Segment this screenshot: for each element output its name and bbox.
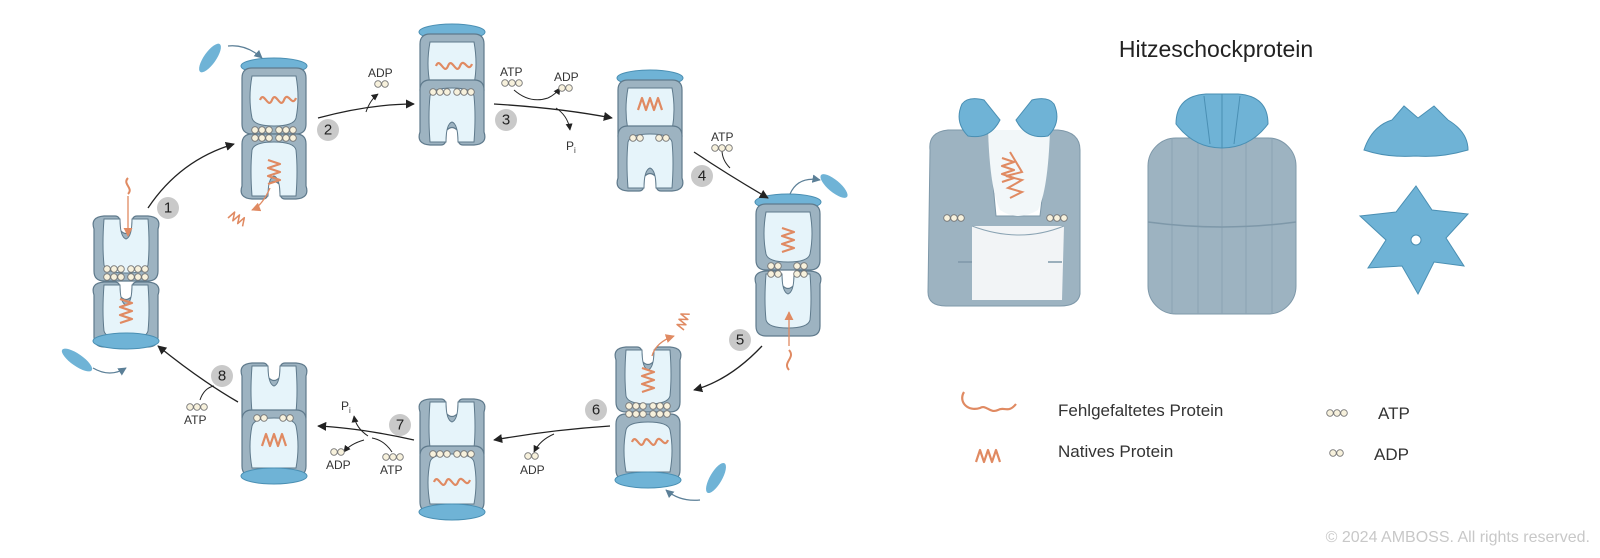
legend-adp-label: ADP bbox=[1374, 445, 1409, 464]
stage-2-lid-entry bbox=[199, 43, 263, 73]
stage-6-native-release bbox=[651, 310, 691, 357]
svg-text:4: 4 bbox=[698, 168, 706, 185]
svg-text:ATP: ATP bbox=[380, 463, 402, 477]
svg-text:5: 5 bbox=[736, 332, 744, 349]
svg-text:ATP: ATP bbox=[184, 413, 206, 427]
legend-misfolded-label: Fehlgefaltetes Protein bbox=[1058, 401, 1223, 420]
legend-misfolded-icon bbox=[961, 391, 1017, 412]
svg-text:ATP: ATP bbox=[711, 130, 733, 144]
chaperonin-stage-1 bbox=[92, 215, 160, 350]
legend-adp-icon bbox=[1329, 449, 1344, 457]
page-title: Hitzeschockprotein bbox=[1119, 36, 1313, 62]
atp-label-4: ATP bbox=[711, 130, 733, 152]
pi-label-3: Pi bbox=[566, 139, 576, 155]
chaperonin-stage-4 bbox=[616, 69, 684, 192]
copyright-notice: © 2024 AMBOSS. All rights reserved. bbox=[1326, 529, 1590, 546]
stage-5-lid-release bbox=[789, 174, 848, 198]
svg-text:ADP: ADP bbox=[368, 66, 393, 80]
atp-entry-arrow-8 bbox=[199, 385, 215, 401]
adp-release-arrow-2 bbox=[365, 93, 379, 113]
step-badge-5: 5 bbox=[729, 329, 751, 351]
pi-release-arrow-7 bbox=[351, 415, 369, 437]
cycle-arrow-1-to-2 bbox=[147, 141, 235, 209]
hsp-cross-section bbox=[927, 98, 1081, 307]
svg-text:8: 8 bbox=[218, 368, 226, 385]
svg-text:6: 6 bbox=[592, 402, 600, 419]
pi-release-arrow-3 bbox=[555, 107, 573, 131]
step-badge-4: 4 bbox=[691, 165, 713, 187]
cycle-arrow-8-to-1 bbox=[157, 345, 239, 403]
legend-native-icon bbox=[974, 448, 1002, 464]
svg-text:ADP: ADP bbox=[520, 463, 545, 477]
step-badge-1: 1 bbox=[157, 197, 179, 219]
svg-text:7: 7 bbox=[396, 417, 404, 434]
svg-text:3: 3 bbox=[502, 112, 510, 129]
svg-text:Pi: Pi bbox=[341, 399, 351, 415]
stage-5-protein-entry bbox=[784, 311, 794, 371]
chaperonin-stage-3 bbox=[418, 23, 486, 146]
svg-text:1: 1 bbox=[164, 200, 172, 217]
atp-entry-arrow-7 bbox=[371, 437, 393, 453]
adp-label-6: ADP bbox=[520, 452, 545, 477]
chaperonin-stage-7 bbox=[418, 398, 486, 521]
adp-label-3: ADP bbox=[554, 70, 579, 92]
cycle-arrow-3-to-4 bbox=[493, 103, 613, 121]
lid-top-view bbox=[1358, 185, 1470, 296]
step-badge-3: 3 bbox=[495, 109, 517, 131]
legend: Fehlgefaltetes Protein Natives Protein A… bbox=[961, 391, 1410, 464]
cycle-arrow-5-to-6 bbox=[693, 345, 763, 393]
cycle-diagram: ADP ATP ADP Pi ATP ADP ATP ADP bbox=[61, 23, 848, 521]
cycle-arrow-7-to-8 bbox=[317, 421, 415, 441]
legend-atp-icon bbox=[1326, 409, 1348, 417]
stage-6-lid-entry bbox=[665, 462, 726, 501]
adp-label-2: ADP bbox=[368, 66, 393, 88]
svg-text:2: 2 bbox=[324, 122, 332, 139]
chaperonin-stage-6 bbox=[614, 346, 682, 489]
hsp-complex-3d bbox=[1147, 93, 1297, 315]
atp-entry-arrow-4 bbox=[721, 149, 731, 169]
chaperonin-stage-2 bbox=[240, 57, 308, 200]
step-badge-7: 7 bbox=[389, 414, 411, 436]
adp-release-arrow-6 bbox=[533, 433, 555, 453]
svg-text:ATP: ATP bbox=[500, 65, 522, 79]
stage-2-native-release bbox=[227, 187, 271, 228]
adp-release-arrow-3 bbox=[547, 87, 561, 99]
atp-label-8: ATP bbox=[184, 403, 208, 427]
cycle-arrow-6-to-7 bbox=[493, 425, 611, 444]
step-badge-8: 8 bbox=[211, 365, 233, 387]
atp-entry-arrow-3 bbox=[513, 89, 549, 101]
pi-label-7: Pi bbox=[341, 399, 351, 415]
cycle-arrow-4-to-5 bbox=[693, 151, 769, 199]
svg-text:Pi: Pi bbox=[566, 139, 576, 155]
adp-label-7: ADP bbox=[326, 448, 351, 472]
stage-1-protein-entry bbox=[123, 177, 133, 237]
lid-side-view bbox=[1363, 105, 1469, 157]
step-badge-6: 6 bbox=[585, 399, 607, 421]
chaperonin-stage-8 bbox=[240, 362, 308, 485]
atp-label-7: ATP bbox=[380, 453, 404, 477]
legend-native-label: Natives Protein bbox=[1058, 442, 1173, 461]
stage-1-lid-release bbox=[61, 348, 127, 376]
step-badge-2: 2 bbox=[317, 119, 339, 141]
legend-atp-label: ATP bbox=[1378, 404, 1410, 423]
chaperonin-stage-5 bbox=[754, 193, 822, 337]
svg-text:ADP: ADP bbox=[554, 70, 579, 84]
atp-label-3: ATP bbox=[500, 65, 523, 87]
svg-text:ADP: ADP bbox=[326, 458, 351, 472]
adp-release-arrow-7 bbox=[343, 439, 365, 453]
